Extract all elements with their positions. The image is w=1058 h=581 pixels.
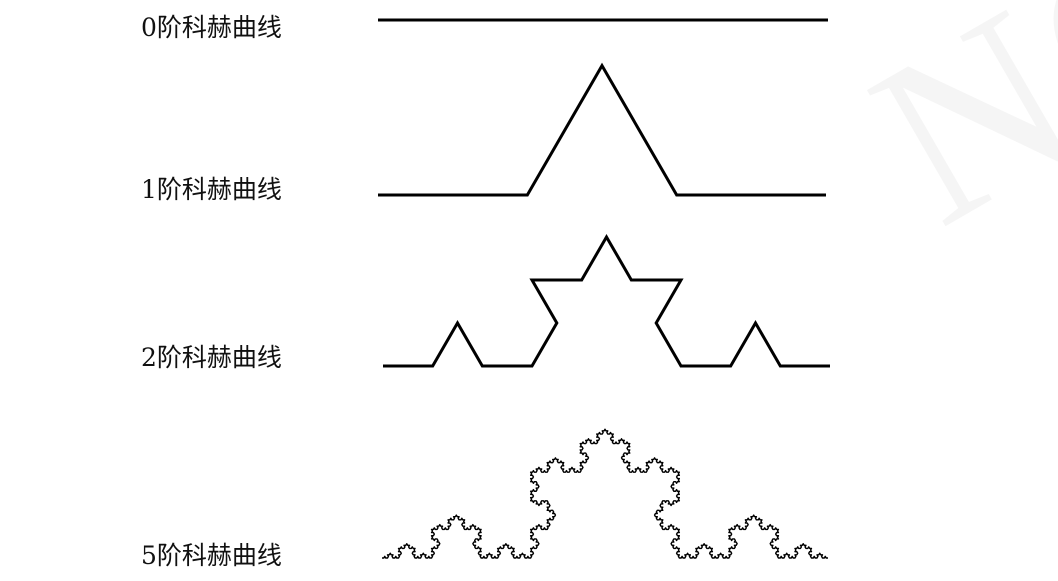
- row-label-order-5: 5阶科赫曲线: [141, 541, 282, 570]
- row-label-order-0: 0阶科赫曲线: [141, 13, 282, 42]
- koch-curve-order-1: [378, 62, 826, 197]
- row-label-order-1: 1阶科赫曲线: [141, 175, 282, 204]
- row-label-order-2: 2阶科赫曲线: [141, 343, 282, 372]
- koch-curve-order-5: [382, 428, 828, 559]
- koch-curve-order-2: [383, 233, 830, 368]
